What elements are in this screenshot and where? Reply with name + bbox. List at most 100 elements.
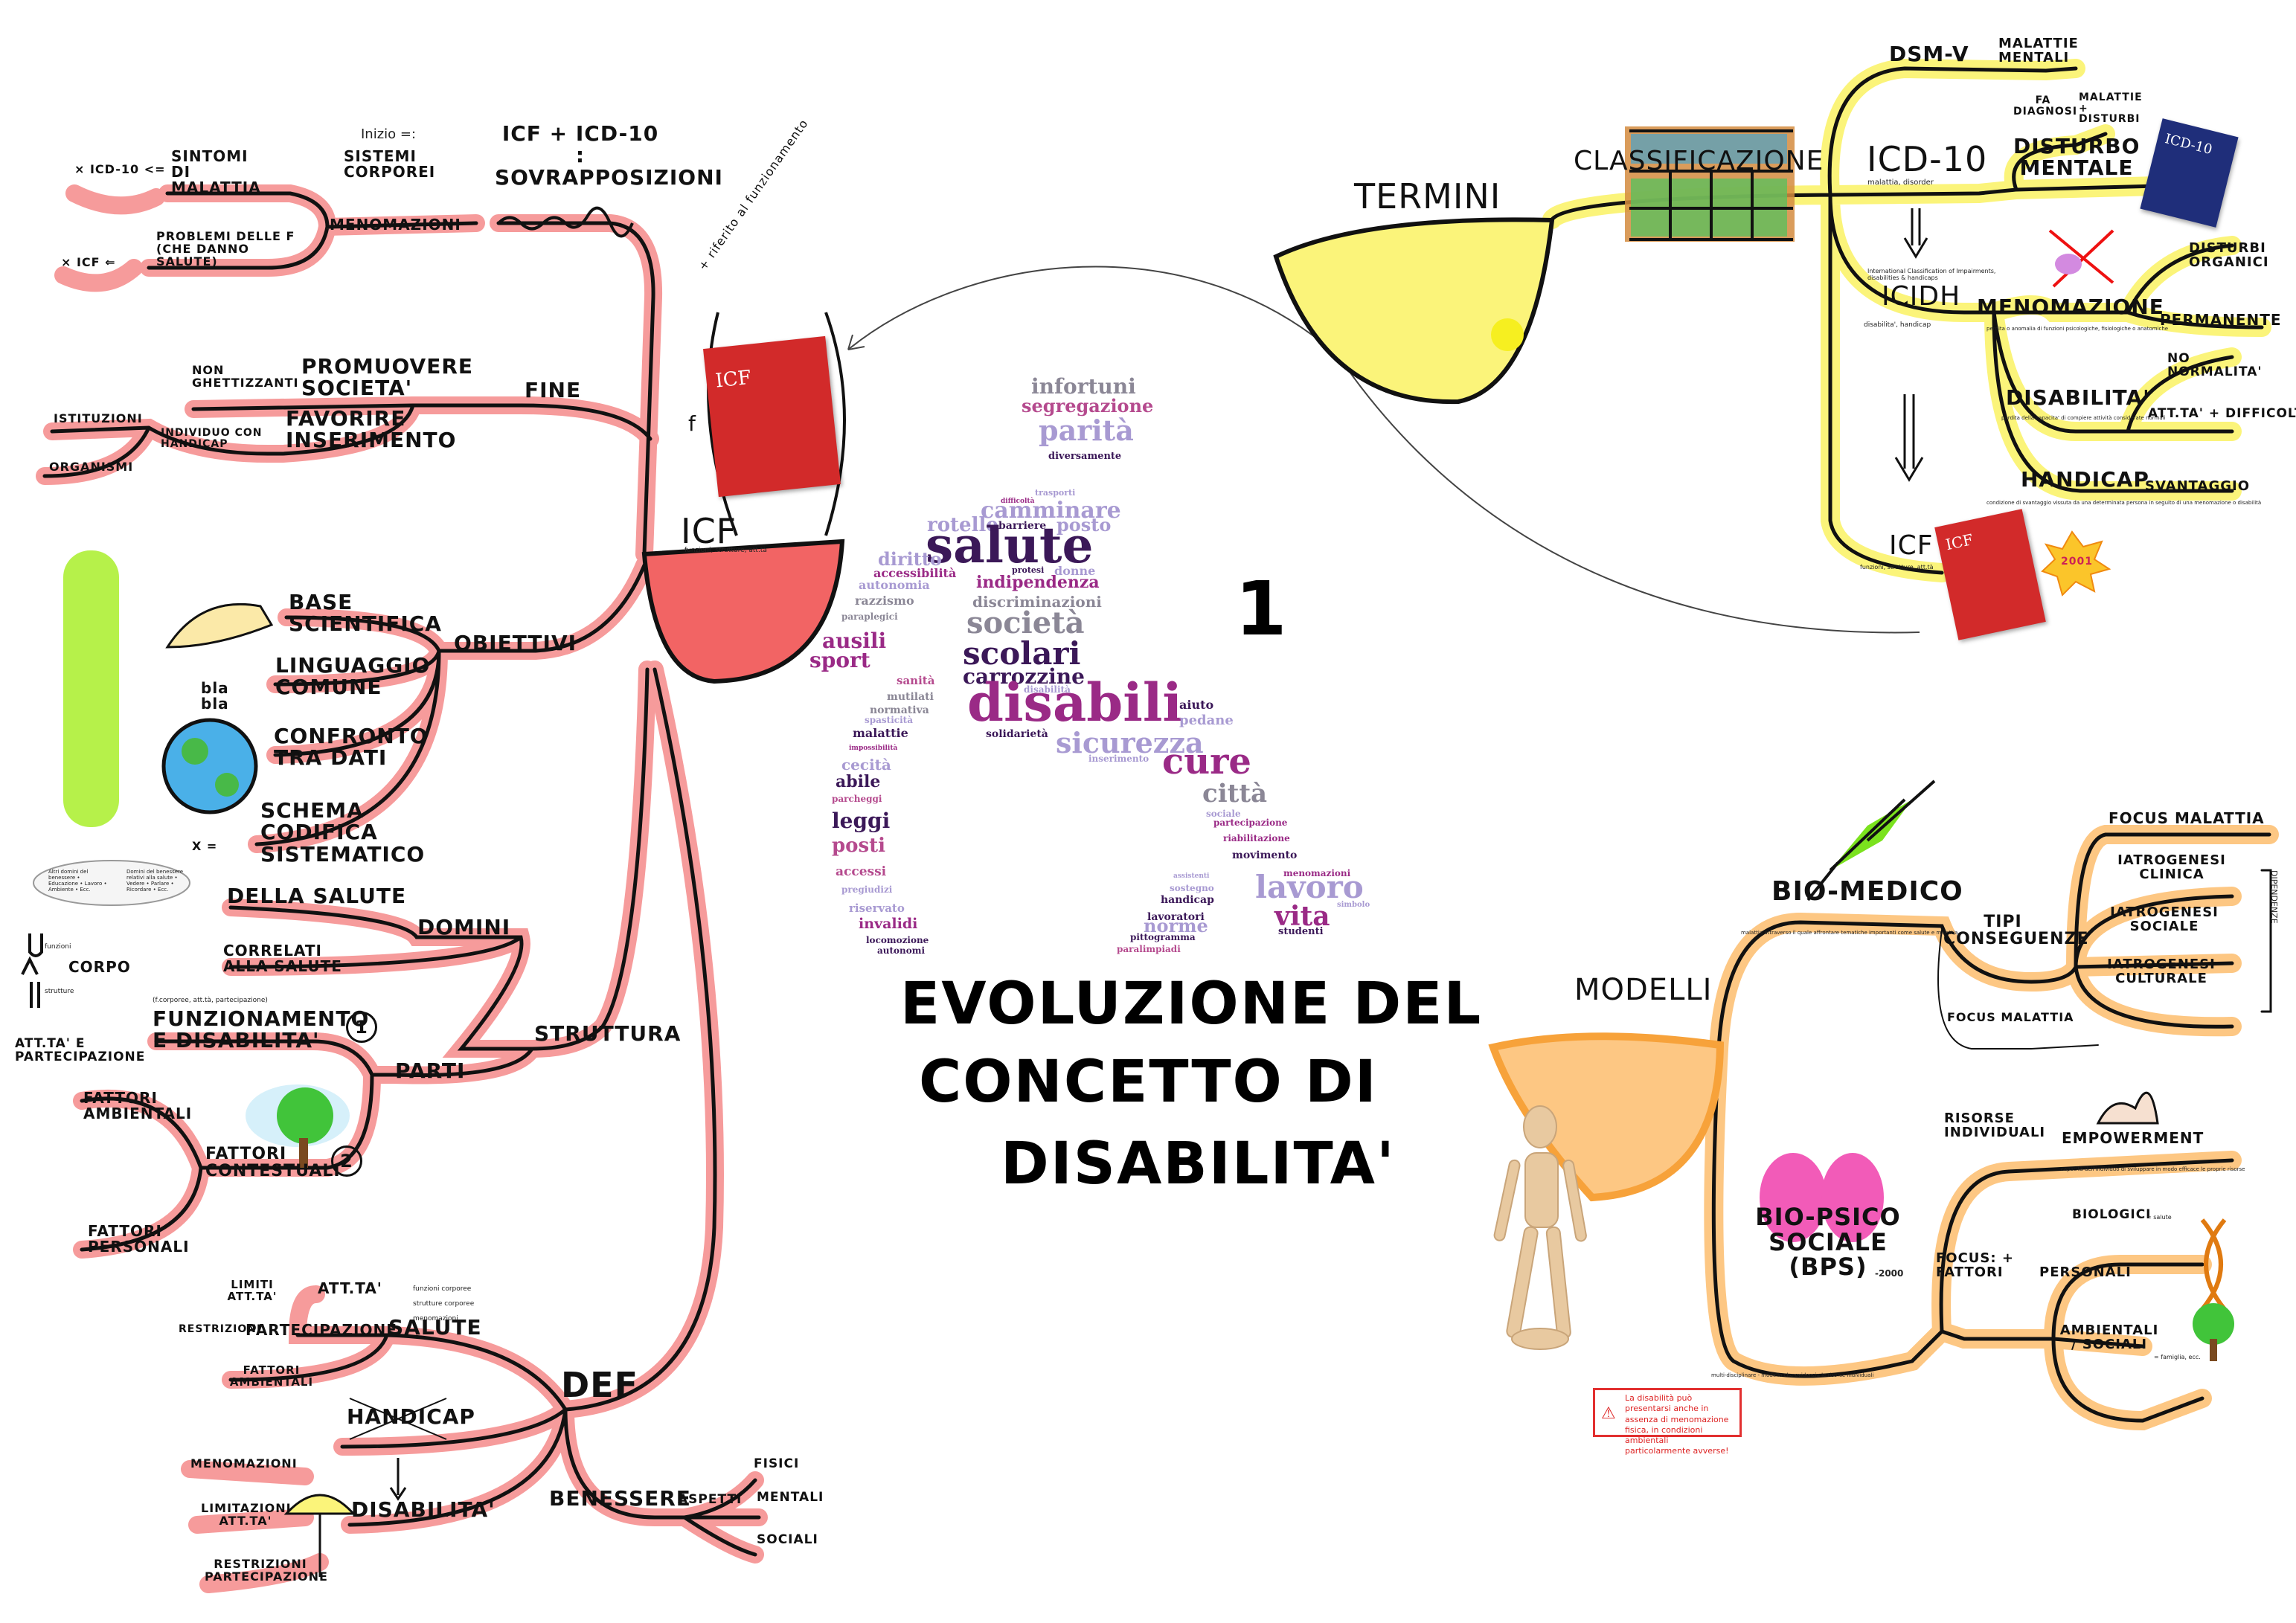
node-iatro-culturale: IATROGENESI CULTURALE (2107, 957, 2216, 986)
node-bio-psico-sociale: BIO-PSICO SOCIALE (BPS) (1755, 1203, 1901, 1282)
node-promuovere: PROMUOVERE SOCIETA' (301, 354, 474, 401)
cloud-word: paralimpiadi (1117, 944, 1181, 954)
cloud-word: assistenti (1173, 872, 1210, 880)
cloud-word: società (966, 605, 1085, 640)
cloud-word: donne (1054, 564, 1096, 578)
node-menomazioni-2: MENOMAZIONI (190, 1456, 298, 1471)
node-modelli: MODELLI (1574, 973, 1713, 1007)
cloud-word: trasporti (1035, 488, 1076, 498)
cloud-word: sicurezza (1056, 726, 1204, 759)
cloud-word: handicap (1161, 894, 1214, 906)
note-salute-3: menomazioni (413, 1315, 458, 1322)
node-fattori-ambientali-2: FATTORI AMBIENTALI (229, 1363, 314, 1389)
node-problemi: PROBLEMI delle f (che danno salute) (156, 229, 295, 269)
cloud-word: diritto (878, 548, 942, 570)
note-empowerment: capacità dell'individuo di sviluppare in… (2061, 1166, 2245, 1172)
node-malattie-mentali: MALATTIE MENTALI (1998, 36, 2079, 65)
cloud-word: salute (926, 516, 1094, 574)
title-line-3: DISABILITA' (1001, 1131, 1396, 1198)
bookshelf-icon (1625, 126, 1795, 242)
node-limiti: LIMITI ATT.TA' (227, 1278, 278, 1303)
dna-icon (2200, 1218, 2227, 1311)
note-icidh-full: International Classification of Impairme… (1867, 268, 1996, 281)
matrix-icon: x = (192, 839, 218, 853)
icf-bowl (641, 539, 845, 684)
cloud-word: scolari (963, 635, 1081, 672)
node-fattori-ambientali: FATTORI AMBIENTALI (83, 1089, 193, 1122)
cloud-word: vita (1274, 901, 1330, 932)
models-branch-lines (1711, 832, 2272, 1423)
burst-2001 (2041, 530, 2111, 597)
cloud-word: camminare (981, 498, 1121, 524)
node-organismi: ORGANISMI (49, 460, 134, 474)
icf-branch-lines (42, 191, 761, 1557)
cloud-word: posti (832, 835, 886, 857)
node-aspetti: ASPETTI (678, 1492, 743, 1507)
node-iatro-clinica: IATROGENESI CLINICA (2117, 852, 2226, 882)
node-focus-malattia: FOCUS MALATTIA (2109, 809, 2265, 827)
note-icd10: malattia, disorder (1867, 179, 1934, 187)
node-domini: DOMINI (417, 915, 511, 939)
note-ambientali: = famiglia, ecc. (2154, 1354, 2201, 1360)
node-favorire: FAVORIRE INSERIMENTO (286, 406, 457, 453)
diagram-left-text: Altri domini del benessere • Educazione … (48, 869, 107, 893)
node-bio-medico: BIO-MEDICO (1771, 876, 1963, 907)
page-number: 1 (1235, 565, 1289, 652)
node-fa-diagnosi: FA DIAGNOSI (2013, 94, 2078, 118)
book-title: ICD-10 (2163, 131, 2214, 158)
node-restrizioni-2: RESTRIZIONI PARTECIPAZIONE (205, 1557, 328, 1584)
node-fattori-contestuali: FATTORI CONTESTUALI (205, 1145, 341, 1181)
node-schema: SCHEMA CODIFICA SISTEMATICO (260, 798, 426, 867)
node-sistemi-corporei: SISTEMI CORPOREI (344, 147, 436, 181)
node-focus-malattia-2: FOCUS MALATTIA (1947, 1010, 2074, 1024)
note-f: f (688, 411, 696, 436)
cloud-word: disabili (967, 672, 1183, 733)
cloud-word: locomozione (866, 935, 929, 945)
cloud-word: sanità (897, 674, 935, 687)
cloud-word: malattie (853, 726, 908, 740)
warning-icon: ⚠ (1601, 1404, 1616, 1423)
brain-icon (1760, 1153, 1884, 1242)
note-icd10: × ICD-10 <= (74, 162, 166, 176)
cloud-word: sport (809, 648, 870, 672)
cloud-word: spasticità (865, 715, 913, 725)
note-handicap: condizione di svantaggio vissuta da una … (1986, 500, 2262, 506)
cloud-word: sociale (1206, 809, 1241, 819)
node-sovrapposizioni: ICF + ICD-10 : SOVRAPPOSIZIONI (495, 121, 723, 190)
node-linguaggio: LINGUAGGIO COMUNE (275, 653, 431, 700)
tree-icon-left (246, 1084, 350, 1168)
node-empowerment: EMPOWERMENT (2062, 1129, 2204, 1147)
diagram-right-text: Domini del benessere relativi alla salut… (126, 869, 184, 893)
node-disabilita-r: DISABILITA' (2006, 385, 2150, 410)
node-menomazioni: MENOMAZIONI (330, 216, 461, 234)
body-figure-icon (21, 933, 43, 1008)
cloud-word: solidarietà (986, 728, 1048, 740)
node-icd10: ICD-10 (1867, 139, 1988, 179)
note-icf-sub: funzioni, strutture, att.tà (684, 547, 767, 554)
cloud-word: posto (1056, 514, 1112, 536)
node-icidh: ICIDH (1882, 281, 1961, 312)
node-focus-fattori: FOCUS: + FATTORI (1936, 1250, 2014, 1280)
node-att-ta: ATT.TA' (318, 1279, 382, 1297)
node-ambientali: AMBIENTALI / SOCIALI (2059, 1322, 2159, 1352)
cloud-word: segregazione (1022, 395, 1154, 417)
node-partecipazione: PARTECIPAZIONE (246, 1321, 397, 1339)
cloud-word: studenti (1278, 926, 1324, 937)
cloud-word: mutilati (887, 691, 934, 703)
circle-one: 1 (346, 1012, 377, 1043)
cloud-word: autonomi (877, 945, 926, 956)
node-attivita: ATT.TA' e PARTECIPAZIONE (15, 1036, 146, 1064)
node-handicap-struck: HANDICAP (347, 1404, 475, 1429)
cloud-word: città (1202, 779, 1268, 809)
cloud-word: simbolo (1337, 901, 1370, 909)
cloud-word: indipendenza (976, 573, 1100, 592)
note-biologici: = salute (2146, 1214, 2172, 1221)
warning-text: La disabilità può presentarsi anche in a… (1625, 1393, 1729, 1456)
cloud-word: riabilitazione (1223, 833, 1290, 843)
cloud-word: infortuni (1031, 374, 1136, 399)
note-bio-medico: malattia attraverso il quale affrontare … (1741, 930, 1958, 936)
node-no-normalita: NO NORMALITA' (2167, 351, 2263, 379)
node-limitazioni: LIMITAZIONI ATT.TA' (201, 1501, 292, 1528)
termini-bowl (1273, 217, 1555, 405)
